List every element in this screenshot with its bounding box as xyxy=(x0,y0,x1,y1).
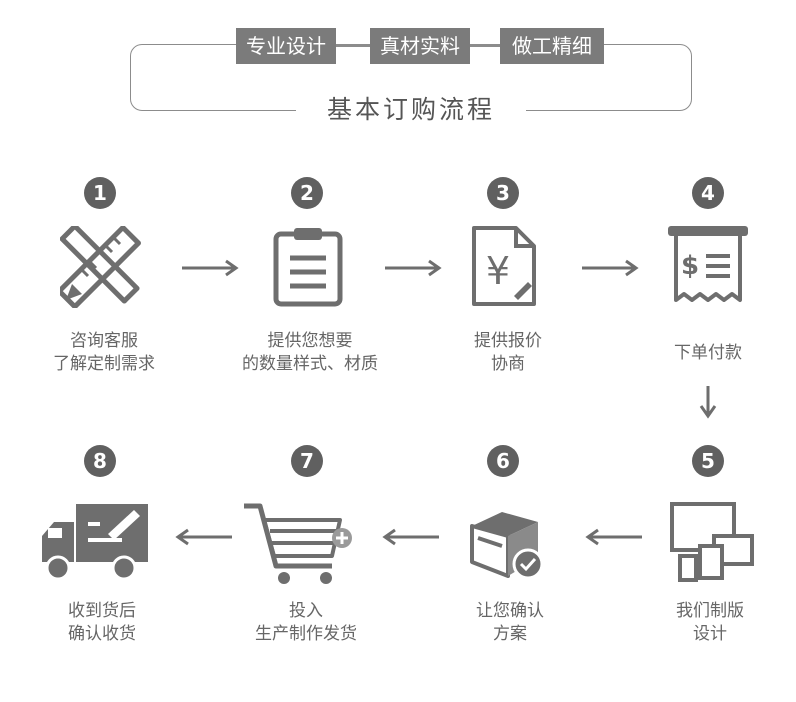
step-6-label: 让您确认 方案 xyxy=(476,601,544,644)
step-5-label: 我们制版 设计 xyxy=(676,601,744,644)
svg-text:$: $ xyxy=(681,251,699,281)
svg-text:¥: ¥ xyxy=(486,249,510,293)
arrow-down-icon xyxy=(699,386,717,419)
clipboard-icon xyxy=(273,228,343,307)
step-7-badge: 7 xyxy=(291,445,323,477)
tag-connector xyxy=(470,45,500,47)
package-check-icon xyxy=(470,512,544,580)
tag-professional-design: 专业设计 xyxy=(236,28,336,64)
arrow-right-icon xyxy=(182,259,239,277)
step-7-label: 投入 生产制作发货 xyxy=(255,601,357,644)
step-6-badge: 6 xyxy=(487,445,519,477)
step-3-label: 提供报价 协商 xyxy=(474,331,542,374)
tag-genuine-materials: 真材实料 xyxy=(370,28,470,64)
step-2-badge: 2 xyxy=(291,177,323,209)
step-4-badge: 4 xyxy=(692,177,724,209)
ruler-pencil-icon xyxy=(60,226,141,308)
step-2-label: 提供您想要 的数量样式、材质 xyxy=(242,331,378,374)
arrow-right-icon xyxy=(385,259,442,277)
arrow-left-icon xyxy=(175,528,232,546)
step-1-label: 咨询客服 了解定制需求 xyxy=(53,331,155,374)
tag-connector xyxy=(336,45,370,47)
devices-icon xyxy=(670,502,754,582)
step-1-badge: 1 xyxy=(84,177,116,209)
shopping-cart-icon xyxy=(244,503,352,584)
arrow-left-icon xyxy=(382,528,439,546)
step-8-badge: 8 xyxy=(84,445,116,477)
arrow-right-icon xyxy=(582,259,639,277)
step-5-badge: 5 xyxy=(692,445,724,477)
feature-tags: 专业设计 真材实料 做工精细 xyxy=(0,28,796,64)
arrow-left-icon xyxy=(585,528,642,546)
step-3-badge: 3 xyxy=(487,177,519,209)
step-4-label: 下单付款 xyxy=(674,343,742,363)
tag-fine-workmanship: 做工精细 xyxy=(500,28,604,64)
step-8-label: 收到货后 确认收货 xyxy=(68,601,136,644)
page-title: 基本订购流程 xyxy=(296,92,526,128)
truck-icon xyxy=(42,504,148,581)
receipt-icon: $ xyxy=(668,226,748,302)
price-document-icon: ¥ xyxy=(472,226,536,306)
